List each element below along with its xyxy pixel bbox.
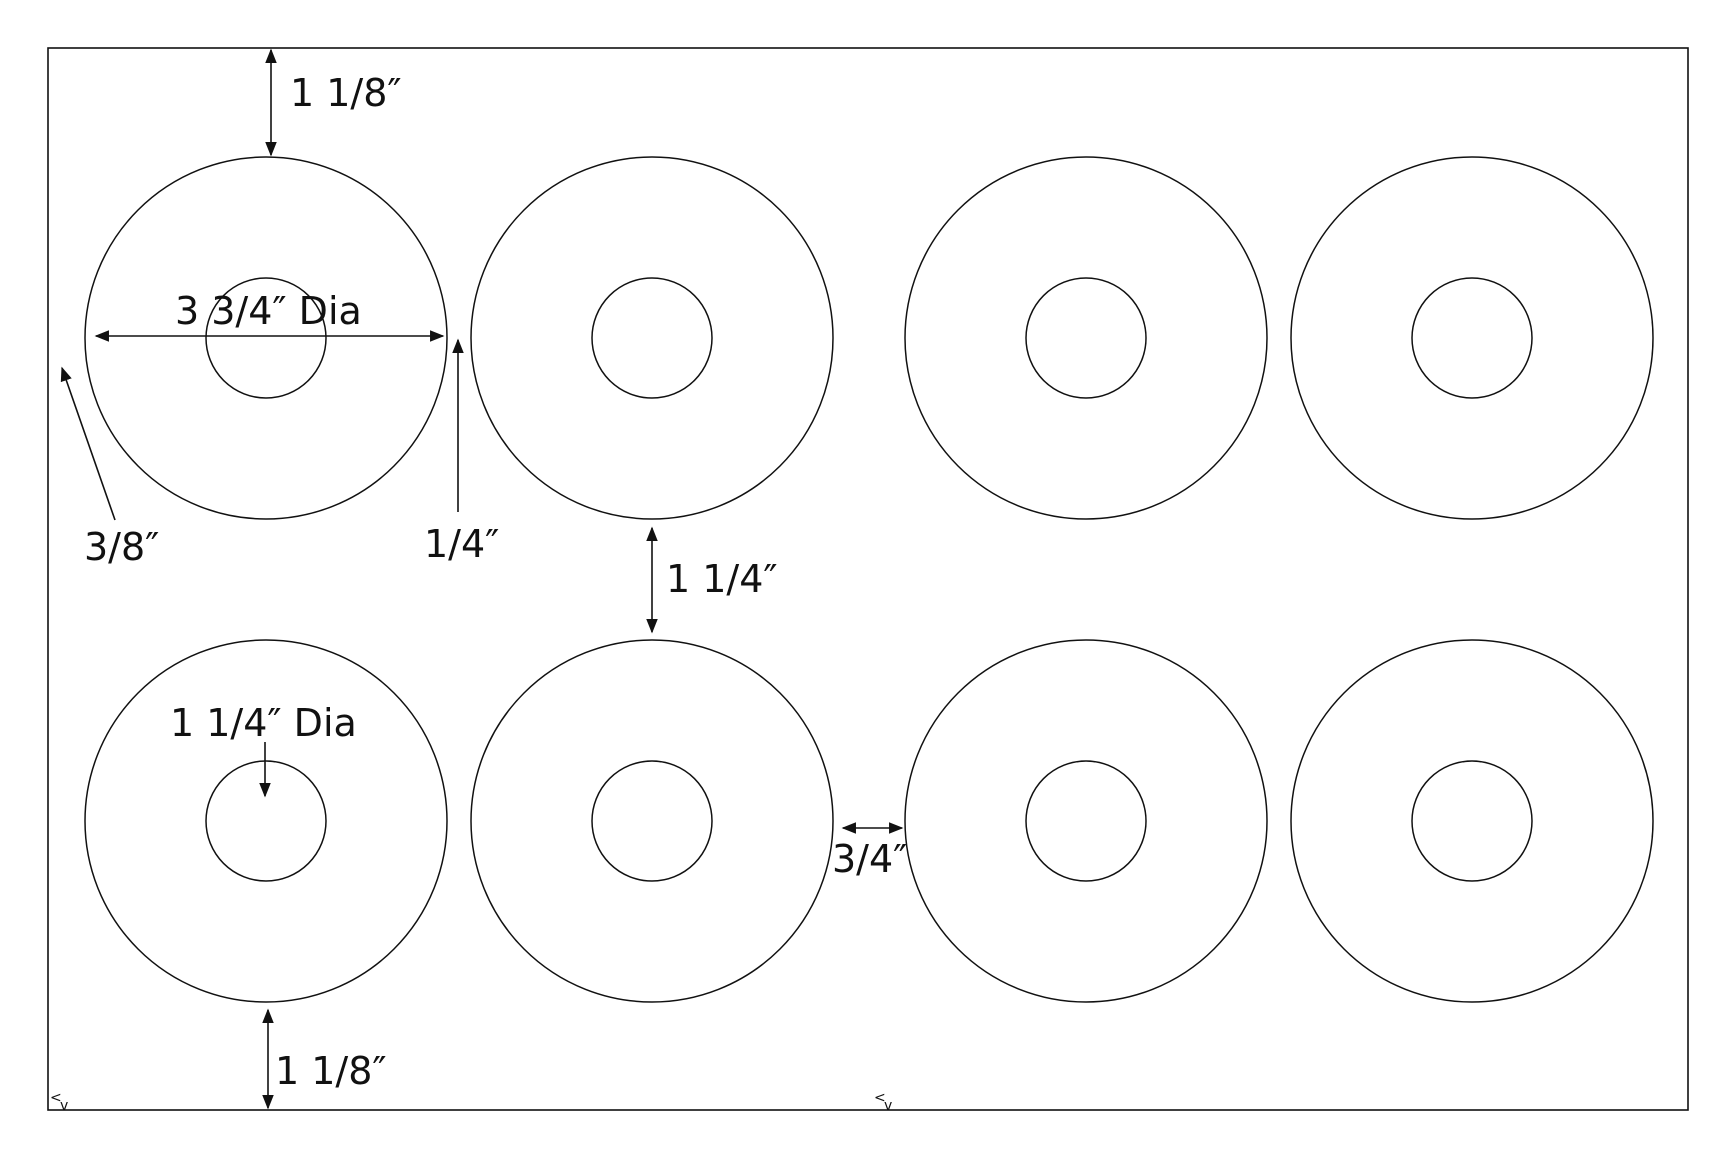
corner-mark-mid-sub: v [884, 1098, 892, 1114]
inner-diameter-label: 1 1/4″ Dia [170, 701, 357, 745]
disc-inner-circle [205, 760, 327, 882]
dimension-labels: 1 1/8″ 3 3/4″ Dia 3/8″ 1/4″ 1 1/4″ 1 1/4… [84, 71, 907, 1093]
column-gap-label: 1/4″ [424, 522, 499, 566]
disc-outer-circle [84, 156, 448, 520]
disc-label [1290, 639, 1654, 1003]
row-gap-label: 1 1/4″ [666, 557, 778, 601]
disc-outer-circle [1290, 639, 1654, 1003]
corner-mark-mid: < [874, 1090, 886, 1106]
disc-label [1290, 156, 1654, 520]
disc-label [904, 639, 1268, 1003]
disc-label [470, 156, 834, 520]
disc-labels [84, 156, 1654, 1003]
disc-inner-circle [1411, 277, 1533, 399]
center-gap-label: 3/4″ [832, 837, 907, 881]
disc-label [470, 639, 834, 1003]
disc-outer-circle [470, 156, 834, 520]
left-margin-arrow [60, 366, 116, 521]
disc-outer-circle [84, 639, 448, 1003]
disc-outer-circle [470, 639, 834, 1003]
disc-inner-circle [1025, 760, 1147, 882]
top-margin-label: 1 1/8″ [290, 71, 402, 115]
disc-label [84, 639, 448, 1003]
disc-label [84, 156, 448, 520]
disc-outer-circle [904, 639, 1268, 1003]
disc-outer-circle [904, 156, 1268, 520]
corner-marks: < v < v [50, 1090, 892, 1114]
corner-mark-left-sub: v [60, 1098, 68, 1114]
bottom-margin-label: 1 1/8″ [275, 1049, 387, 1093]
disc-inner-circle [1411, 760, 1533, 882]
sheet-border [47, 47, 1689, 1111]
disc-inner-circle [591, 760, 713, 882]
corner-mark-left: < [50, 1090, 62, 1106]
outer-diameter-label: 3 3/4″ Dia [175, 289, 362, 333]
dimension-arrows [60, 48, 904, 1110]
disc-label [904, 156, 1268, 520]
disc-outer-circle [1290, 156, 1654, 520]
disc-inner-circle [591, 277, 713, 399]
left-margin-label: 3/8″ [84, 525, 159, 569]
disc-inner-circle [1025, 277, 1147, 399]
